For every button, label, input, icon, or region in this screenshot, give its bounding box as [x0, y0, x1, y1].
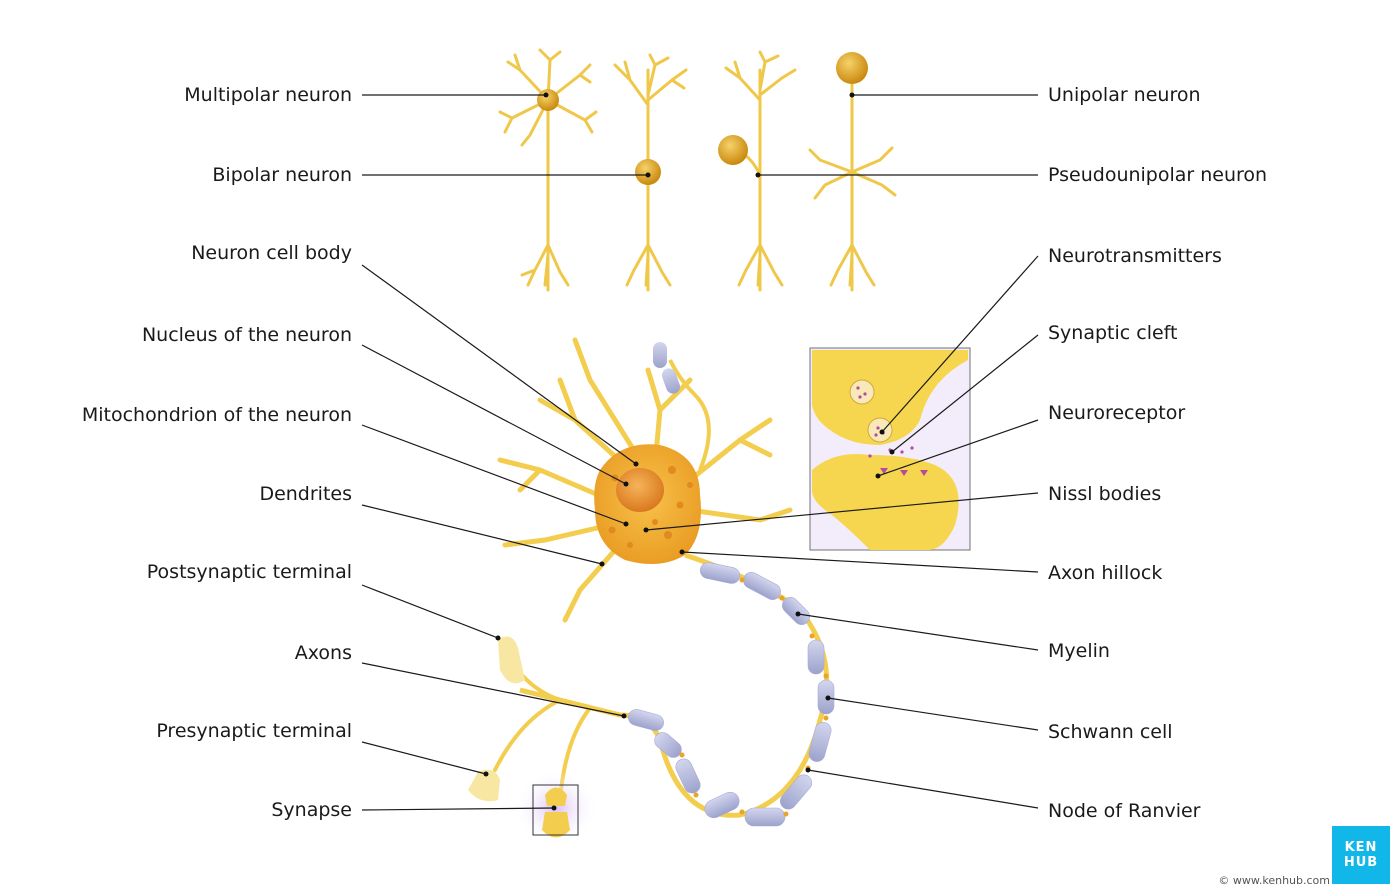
label-unipolar-neuron: Unipolar neuron [1048, 84, 1201, 106]
label-bipolar-neuron: Bipolar neuron [212, 164, 352, 186]
label-nucleus: Nucleus of the neuron [141, 324, 352, 346]
label-axon-hillock: Axon hillock [1048, 562, 1163, 584]
nissl-granules [608, 466, 693, 548]
multipolar-soma [537, 89, 559, 111]
presynaptic-bulb [468, 769, 500, 802]
synapse-box [532, 784, 579, 836]
pseudounipolar-soma [718, 135, 748, 165]
label-schwann-cell: Schwann cell [1048, 721, 1173, 743]
unipolar-neuron-figure [808, 80, 897, 292]
multipolar-neuron-figure [498, 48, 598, 292]
label-dendrites: Dendrites [259, 483, 352, 505]
upper-myelin [653, 342, 681, 394]
label-axons: Axons [294, 642, 352, 664]
main-nucleus [616, 468, 664, 512]
logo-line-1: KEN [1344, 840, 1378, 855]
logo-line-2: HUB [1343, 855, 1379, 870]
label-synaptic-cleft: Synaptic cleft [1048, 322, 1178, 344]
label-pseudounipolar-neuron: Pseudounipolar neuron [1048, 164, 1268, 186]
label-postsynaptic-terminal: Postsynaptic terminal [146, 561, 352, 583]
credit-text: © www.kenhub.com [1218, 874, 1330, 887]
kenhub-logo: KEN HUB [1332, 826, 1390, 884]
label-mitochondrion: Mitochondrion of the neuron [81, 404, 352, 426]
label-presynaptic-terminal: Presynaptic terminal [156, 720, 352, 742]
label-synapse: Synapse [271, 799, 352, 821]
pseudounipolar-neuron-figure [724, 50, 797, 292]
bipolar-soma [635, 159, 661, 185]
label-nissl-bodies: Nissl bodies [1048, 483, 1162, 505]
postsynaptic-bulb [498, 636, 525, 684]
label-myelin: Myelin [1048, 640, 1110, 662]
synapse-inset [809, 347, 971, 551]
label-neuron-cell-body: Neuron cell body [191, 242, 352, 264]
leader-dots [483, 92, 895, 811]
main-myelin [628, 562, 835, 827]
label-neurotransmitters: Neurotransmitters [1048, 245, 1222, 267]
label-node-of-ranvier: Node of Ranvier [1048, 800, 1201, 822]
label-neuroreceptor: Neuroreceptor [1048, 402, 1186, 424]
unipolar-soma [836, 52, 868, 84]
label-multipolar-neuron: Multipolar neuron [184, 84, 352, 106]
leader-lines [361, 94, 1039, 811]
